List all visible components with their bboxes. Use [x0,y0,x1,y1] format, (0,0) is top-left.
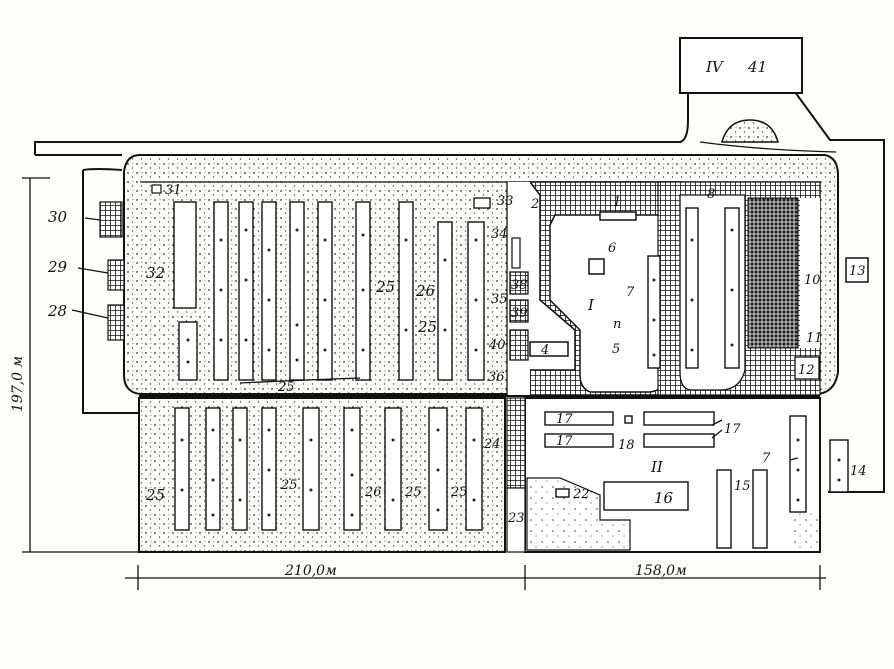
item-31-box [151,184,162,194]
label-22: 22 [572,487,590,502]
label-2: 2 [530,197,539,212]
zone-ii-label: II [650,458,664,476]
zone-iv-label: IV [705,58,725,76]
label-4: 4 [540,343,549,358]
label-5-sub: n [613,317,621,332]
item-33-box [473,197,491,209]
label-39: 39 [511,306,528,321]
item-28-box [107,304,125,341]
item-6-box [588,258,605,275]
item-24-strip [506,397,526,489]
access-road [34,91,885,493]
mound [721,119,779,143]
item-12-building [794,356,820,380]
item-30-box [99,201,123,238]
leader-lines [71,217,799,461]
site-lower-left-area [138,397,506,553]
label-25a: 25 [375,278,395,296]
lower-strips [174,407,483,531]
dimension-width-left: 210,0м [284,563,337,579]
label-36: 36 [488,370,505,385]
label-25g: 25 [450,485,468,500]
upper-strip-dots [186,228,478,364]
label-32: 32 [146,264,165,282]
zone-ii-corner-stipple [792,512,818,550]
lower-strip-dots [180,428,476,517]
dimension-width-right: 158,0м [635,563,687,579]
label-33: 33 [497,194,514,209]
label-34: 34 [491,227,508,242]
label-25c: 25 [277,380,295,395]
item-34-strip [511,237,521,269]
dimension-height: 197,0 м [10,356,26,412]
item-1-building [599,211,637,221]
label-8: 8 [707,187,715,202]
label-29: 29 [47,258,68,276]
zone-i-strips [647,207,740,369]
label-17a: 17 [556,412,573,427]
item-10-white [800,198,820,348]
zone-ii-buildings [544,411,849,549]
item-39-box [509,299,529,323]
label-7b: 7 [762,451,771,466]
building-iv [679,37,803,94]
label-28: 28 [47,302,67,320]
label-31: 31 [165,183,182,198]
label-11: 11 [806,331,823,346]
item-4-box [529,341,569,357]
label-17c: 17 [724,422,741,437]
label-23: 23 [507,511,525,526]
item-29-box [107,259,125,291]
label-30: 30 [48,208,68,226]
label-41: 41 [747,58,767,76]
label-38: 38 [511,278,528,293]
zone-ii-strip-dots [796,438,841,502]
label-5: 5 [612,342,620,357]
upper-strips [173,201,485,381]
label-1: 1 [613,195,621,210]
label-25f: 25 [404,485,422,500]
zone-i-strip-dots [652,228,734,357]
label-35: 35 [491,292,508,307]
label-40: 40 [488,338,506,353]
label-26a: 26 [415,282,436,300]
label-6: 6 [608,241,616,256]
label-16: 16 [654,489,674,507]
label-14: 14 [850,464,867,479]
item-40-box [509,329,529,361]
dimension-lines [22,177,826,590]
label-13: 13 [849,264,866,279]
label-18: 18 [618,438,635,453]
label-17b: 17 [556,434,573,449]
label-15: 15 [734,479,751,494]
label-10: 10 [804,273,821,288]
label-25b: 25 [417,318,437,336]
label-25d: 25 [145,486,165,504]
label-24: 24 [483,437,501,452]
zone-i-label: I [587,296,595,314]
label-12: 12 [798,363,815,378]
dark-grid-block [747,197,799,349]
item-38-box [509,271,529,295]
label-7: 7 [626,285,635,300]
item-13-box [845,257,869,283]
label-26b: 26 [364,485,382,500]
label-25e: 25 [280,478,298,493]
zone-ii-stipple [526,477,631,551]
item-23-strip [506,487,526,553]
